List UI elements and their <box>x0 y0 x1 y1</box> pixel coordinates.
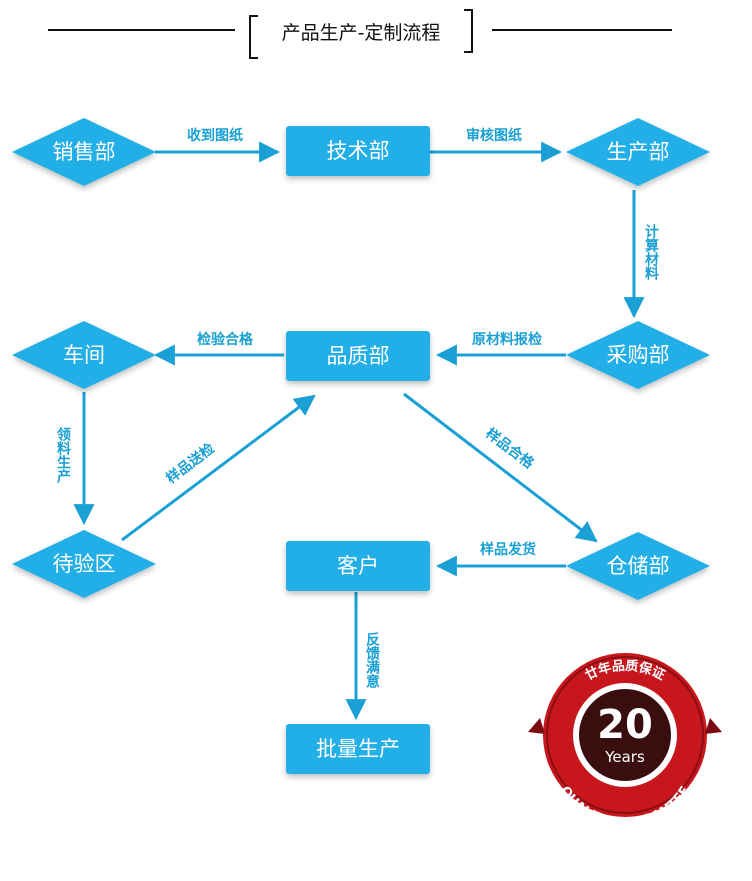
label-inspection-pass: 检验合格 <box>197 331 254 348</box>
label-raw-material-check: 原材料报检 <box>472 331 542 348</box>
node-purchase: 采购部 <box>566 321 710 389</box>
label-review-drawings: 审核图纸 <box>466 127 522 144</box>
badge-unit: Years <box>604 748 645 766</box>
label-sample-pass: 样品合格 <box>482 425 538 473</box>
node-mass-production: 批量生产 <box>286 724 430 774</box>
page-title: 产品生产-定制流程 <box>282 22 441 44</box>
node-tech: 技术部 <box>286 126 430 176</box>
label-feedback: 反馈满意 <box>364 631 380 689</box>
node-workshop-label: 车间 <box>63 343 105 367</box>
node-production: 生产部 <box>566 118 710 186</box>
node-customer: 客户 <box>286 541 430 591</box>
title-right-bracket <box>464 9 473 53</box>
label-collect-materials: 领料生产 <box>55 426 71 484</box>
diamond-nodes: 销售部 生产部 车间 采购部 待验区 仓储部 <box>12 118 710 600</box>
badge-number: 20 <box>597 702 653 748</box>
node-production-label: 生产部 <box>607 140 670 164</box>
node-mass-production-label: 批量生产 <box>316 737 400 761</box>
node-tech-label: 技术部 <box>327 139 390 163</box>
title-left-bracket <box>249 15 258 59</box>
label-receive-drawings: 收到图纸 <box>187 127 243 144</box>
node-sales: 销售部 <box>12 118 156 186</box>
node-warehouse: 仓储部 <box>566 532 710 600</box>
node-pending-label: 待验区 <box>53 552 116 576</box>
badge-core <box>579 689 671 781</box>
node-pending: 待验区 <box>12 530 156 598</box>
node-customer-label: 客户 <box>337 554 379 578</box>
quality-guarantee-badge: 廿年品质保证 QUALITY GUARANTEE 20 Years <box>528 653 722 831</box>
label-sample-submit: 样品送检 <box>163 440 218 487</box>
flow-arrows <box>73 141 645 721</box>
arrow-quality-to-warehouse <box>403 392 598 543</box>
node-quality: 品质部 <box>286 331 430 381</box>
node-sales-label: 销售部 <box>53 140 116 164</box>
node-workshop: 车间 <box>12 321 156 389</box>
node-warehouse-label: 仓储部 <box>607 554 670 578</box>
arrow-pending-to-quality <box>121 394 316 542</box>
label-sample-ship: 样品发货 <box>480 541 536 558</box>
box-nodes: 技术部 品质部 客户 批量生产 <box>286 126 430 774</box>
badge-right-ribbon <box>705 718 722 734</box>
title-block: 产品生产-定制流程 <box>48 9 672 59</box>
node-quality-label: 品质部 <box>327 344 390 368</box>
label-calc-materials: 计算材料 <box>643 223 659 281</box>
badge-left-ribbon <box>528 718 545 734</box>
node-purchase-label: 采购部 <box>607 343 670 367</box>
